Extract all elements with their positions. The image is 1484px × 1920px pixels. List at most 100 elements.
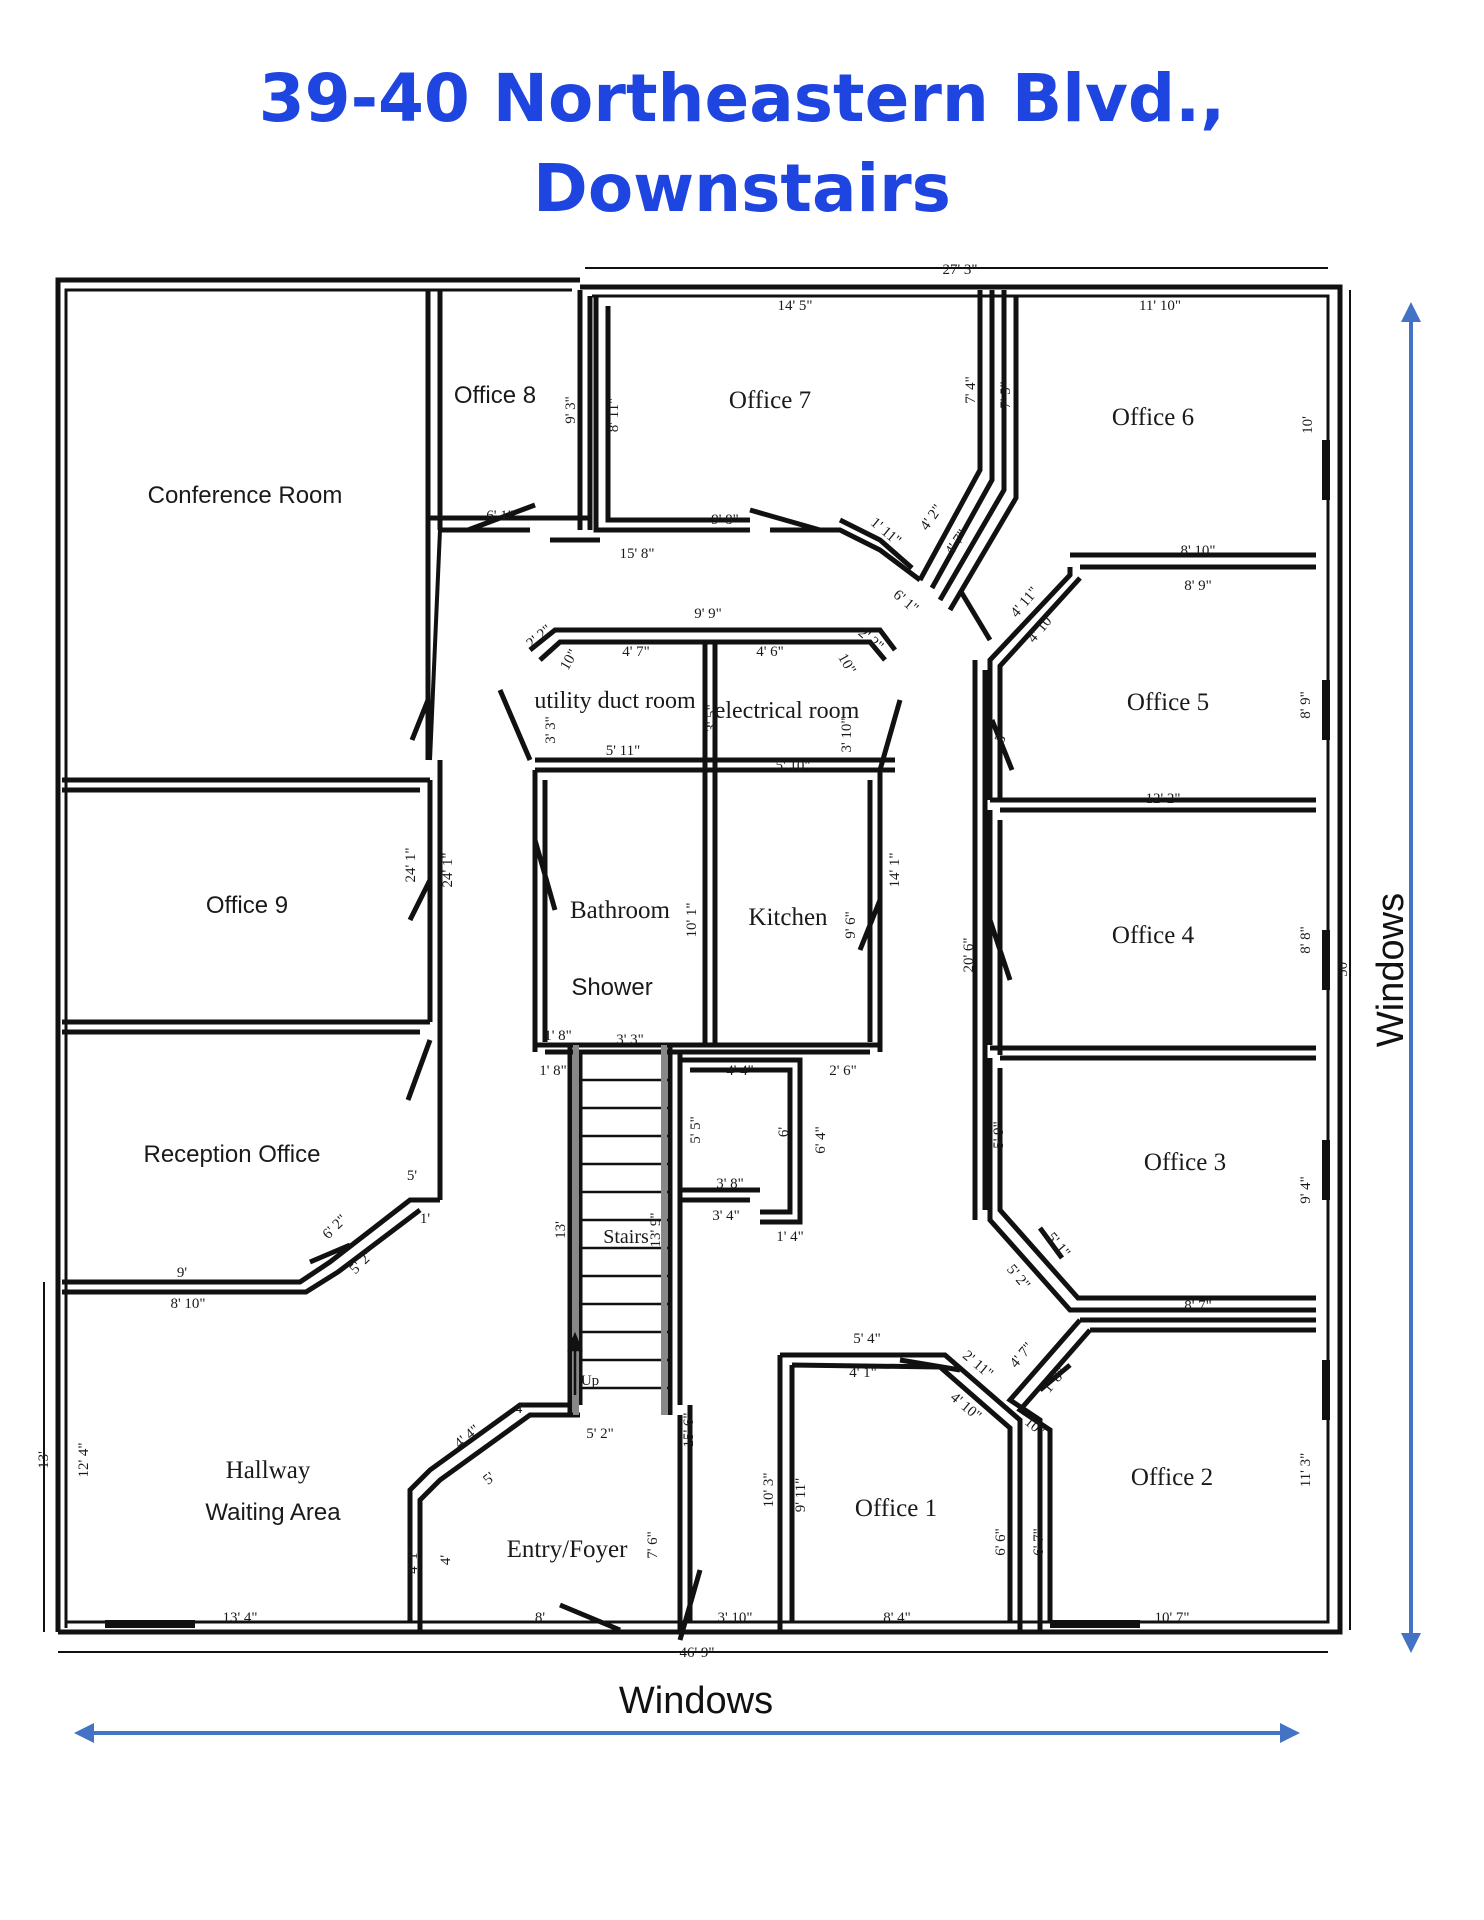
dim-bot-107: 10' 7" <box>1154 1610 1189 1626</box>
office8-wall <box>577 290 593 530</box>
left-col-right-wall <box>427 760 443 1200</box>
room-office4: Office 4 <box>1112 922 1195 949</box>
door-conference <box>409 699 431 741</box>
dim-o7-bottom: 9' 8" <box>711 512 739 528</box>
dim-o5-side: 8' 9" <box>1298 691 1314 719</box>
dim-hall-right: 20' 6" <box>961 937 977 972</box>
dim-st-6: 6' <box>776 1127 792 1138</box>
dim-o7-side: 8' 11" <box>606 398 622 433</box>
outer-wall <box>55 277 1343 1635</box>
dim-kit-side: 14' 1" <box>887 852 903 887</box>
room-office2: Office 2 <box>1131 1464 1213 1491</box>
office6-wall <box>937 290 1019 612</box>
windows-label-right: Windows <box>1370 893 1412 1047</box>
title-line-2: Downstairs <box>533 150 951 227</box>
dim-bot-310: 3' 10" <box>717 1610 752 1626</box>
dim-o1-911: 9' 11" <box>793 1478 809 1513</box>
dim-rec-1: 1' <box>420 1211 431 1227</box>
door-office8 <box>467 502 536 533</box>
conference-bottom-wall <box>62 777 430 793</box>
door-office5 <box>989 719 1015 771</box>
dim-el-side-l: 3' 5" <box>704 704 720 732</box>
hall-right-wall <box>972 660 988 1220</box>
room-office7: Office 7 <box>729 387 811 414</box>
dim-ent-76: 7' 6" <box>645 1531 661 1559</box>
door-bathroom <box>532 839 558 911</box>
room-hallway: Hallway <box>226 1457 311 1484</box>
dimension-labels: 27' 3" 14' 5" 11' 10" 9' 3" 8' 11" 7' 4"… <box>36 262 1351 1661</box>
door-front-2 <box>677 1569 703 1641</box>
room-office9: Office 9 <box>206 892 288 919</box>
dim-ent-5: 5' <box>480 1469 498 1488</box>
conference-right-wall <box>425 290 443 760</box>
dim-o1-diag3: 4' 10" <box>947 1390 984 1425</box>
door-office2 <box>1038 1363 1072 1392</box>
dim-el-10-r: 10" <box>834 651 858 677</box>
room-electrical: electrical room <box>715 698 860 724</box>
dim-o4-side: 8' 8" <box>1298 926 1314 954</box>
room-shower: Shower <box>571 974 652 1001</box>
door-front <box>559 1602 621 1633</box>
room-up: Up <box>581 1373 599 1389</box>
dim-o5-top1: 8' 10" <box>1180 543 1215 559</box>
dim-o7-diag2: 4' 2" <box>917 502 946 534</box>
dim-o1-103: 10' 3" <box>761 1472 777 1507</box>
dim-hall-top: 15' 8" <box>619 546 654 562</box>
dim-st-44: 4' 4" <box>726 1063 754 1079</box>
dim-o1-top: 5' 4" <box>853 1331 881 1347</box>
room-office8: Office 8 <box>454 382 536 409</box>
dim-o3-side: 5' 9" <box>991 1121 1007 1149</box>
dim-st-55: 5' 5" <box>688 1116 704 1144</box>
room-office5: Office 5 <box>1127 689 1209 716</box>
dim-o7-top: 14' 5" <box>777 298 812 314</box>
dim-rec-9: 9' <box>177 1265 188 1281</box>
dim-rec-5: 5' <box>407 1168 418 1184</box>
dim-st-26: 2' 6" <box>829 1063 857 1079</box>
dim-conf-side2: 24' 1" <box>440 852 456 887</box>
door-hall-stairs <box>309 1242 351 1265</box>
dim-ent-52: 5' 2" <box>586 1426 614 1442</box>
dim-o7-r1: 7' 4" <box>963 376 979 404</box>
dim-bld-right: 50' <box>1335 959 1351 977</box>
dimension-lines <box>43 267 1351 1653</box>
room-stairs: Stairs <box>603 1226 649 1248</box>
dim-st-14: 1' 4" <box>776 1229 804 1245</box>
room-labels: Conference Room Office 8 Office 7 Office… <box>144 382 1227 1563</box>
office5-wall <box>987 567 1082 800</box>
dim-ent-4b: 4' <box>438 1555 454 1566</box>
door-office1 <box>899 1357 961 1373</box>
dim-ut-10-l: 10" <box>557 647 581 673</box>
room-office3: Office 3 <box>1144 1149 1226 1176</box>
door-office3 <box>1037 1226 1065 1260</box>
entry-wall <box>407 1402 580 1630</box>
dim-core-top: 9' 9" <box>694 606 722 622</box>
dim-bot-overall: 46' 9" <box>679 1645 714 1661</box>
office1-wall <box>777 1352 1023 1630</box>
dim-el-side: 3' 10" <box>839 717 855 752</box>
door-office9 <box>407 878 433 922</box>
door-reception <box>405 1039 433 1101</box>
room-bathroom: Bathroom <box>570 897 671 924</box>
stair-treads <box>567 1045 668 1415</box>
dim-rec-810: 8' 10" <box>170 1296 205 1312</box>
dim-o6-small: 10' <box>1300 416 1316 434</box>
dim-o1-diag1: 4' 1" <box>849 1365 877 1381</box>
dim-ut-side: 3' 3" <box>543 716 559 744</box>
dim-st-18a: 1' 8" <box>544 1028 572 1044</box>
dim-o2-113: 11' 3" <box>1298 1453 1314 1488</box>
door-office4 <box>987 919 1013 981</box>
office9-bottom-wall <box>62 1019 430 1035</box>
dim-o2-diag1: 4' 7" <box>1007 1340 1037 1371</box>
dim-st-139: 13' 9" <box>648 1212 664 1247</box>
dim-ut-bottom: 5' 11" <box>606 743 641 759</box>
office2-wall <box>1006 1317 1316 1630</box>
dim-o8-side: 9' 3" <box>563 396 579 424</box>
window-marks <box>105 440 1330 1628</box>
windows-label-bottom: Windows <box>619 1680 773 1722</box>
dim-st-34: 3' 4" <box>712 1208 740 1224</box>
door-office7 <box>749 507 821 533</box>
stairs-wall <box>567 1045 683 1415</box>
office3-wall <box>987 1058 1316 1313</box>
dim-o5-bottom: 12' 2" <box>1145 791 1180 807</box>
door-electrical <box>877 699 903 771</box>
